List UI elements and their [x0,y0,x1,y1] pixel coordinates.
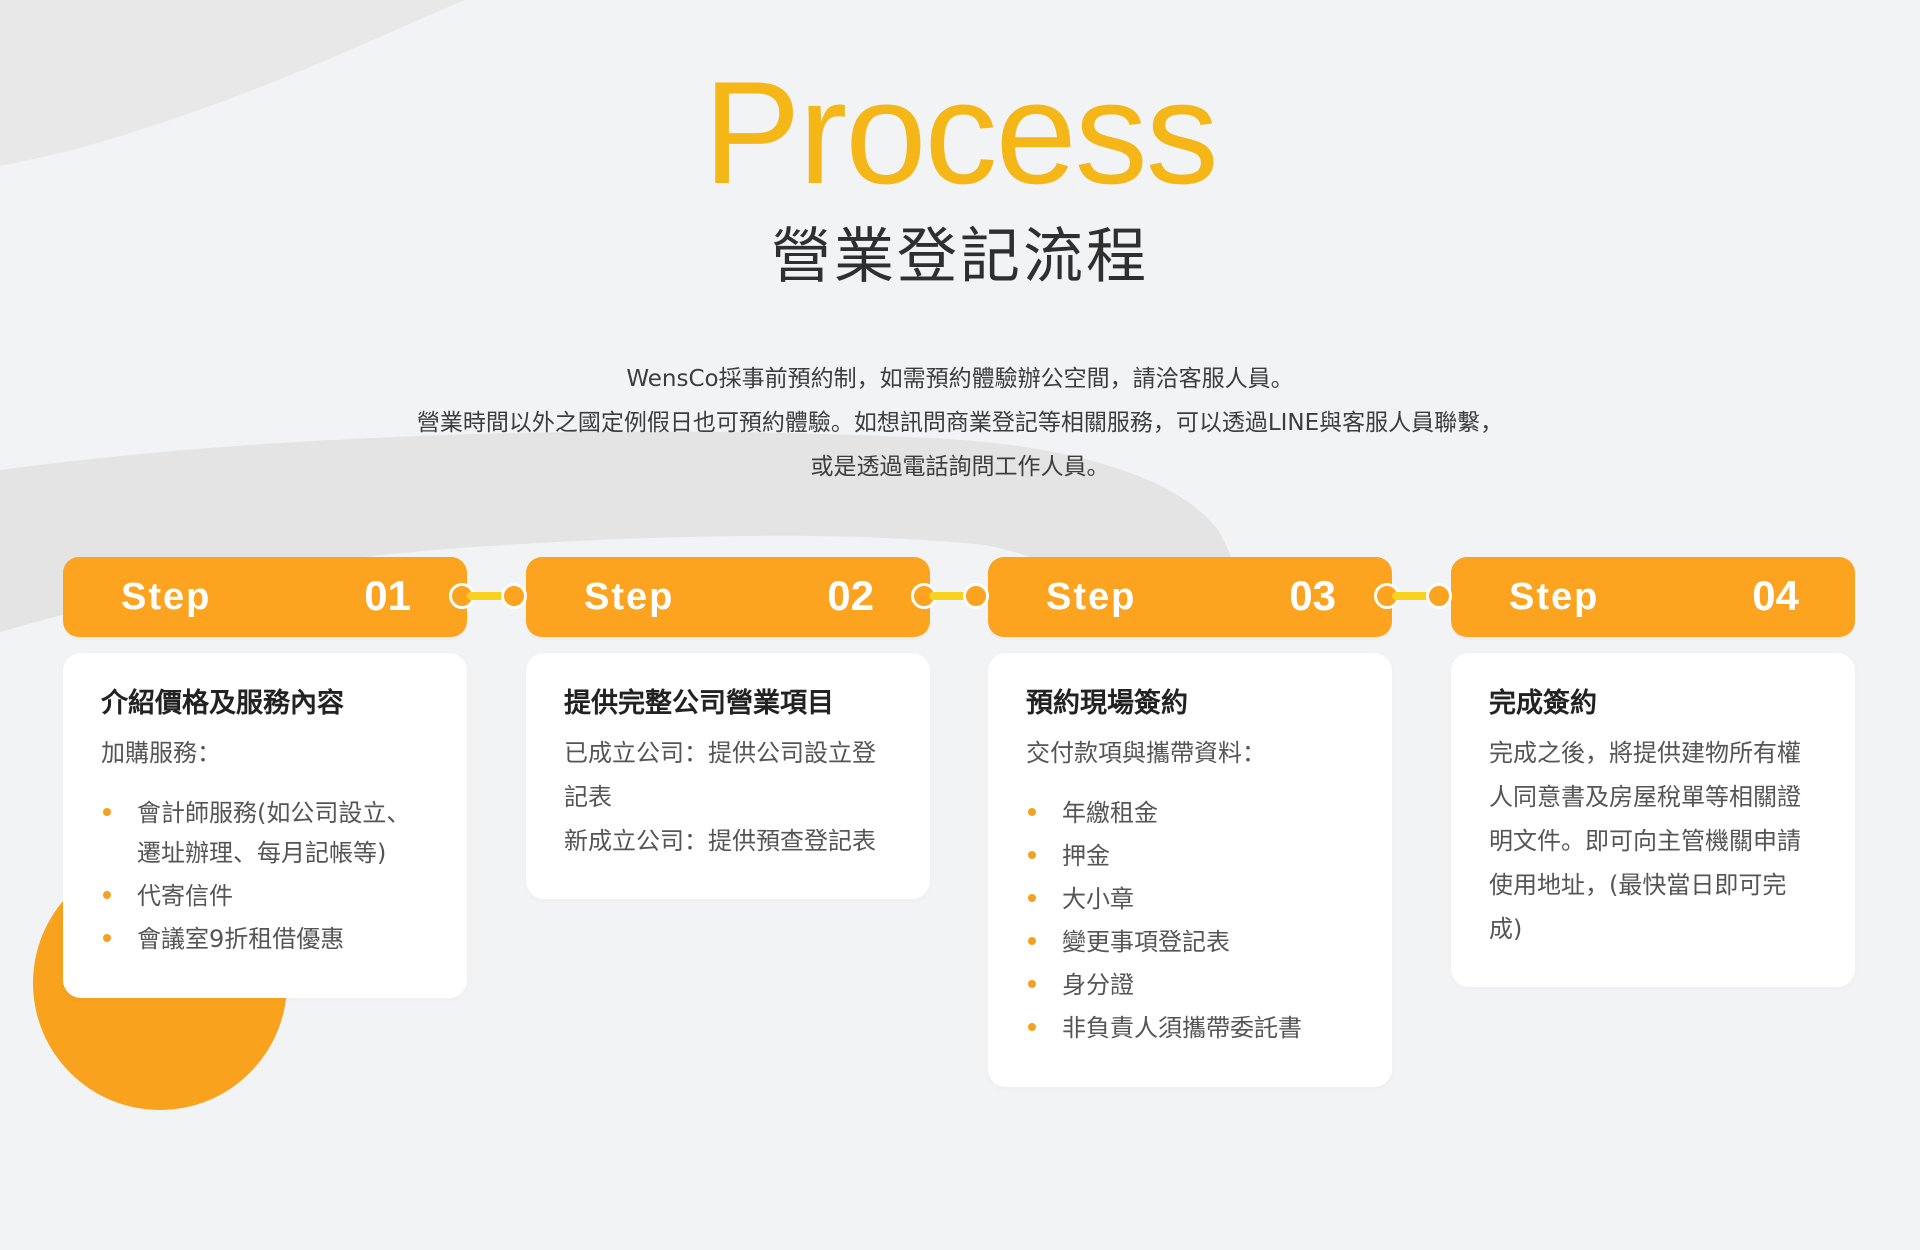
step-03-label: Step [1046,576,1137,618]
connector-right-ring-icon [963,583,989,609]
step-03-list-item: 年繳租金 [1026,793,1356,833]
connector-bar [929,592,971,600]
page-title-en: Process [703,51,1218,214]
step-03-list-item: 非負責人須攜帶委託書 [1026,1008,1356,1048]
step-03-header: Step 03 [988,557,1392,637]
step-connector-1 [449,583,527,609]
step-04-label: Step [1509,576,1600,618]
step-01-list-item: 會議室9折租借優惠 [101,919,431,959]
connector-right-ring-icon [501,583,527,609]
gray-swoosh-shape [0,431,1241,635]
step-01-list-item: 會計師服務(如公司設立、遷址辦理、每月記帳等) [101,793,431,873]
step-04-number: 04 [1752,572,1799,619]
connector-bar [1392,592,1434,600]
step-03-list-item: 變更事項登記表 [1026,922,1356,962]
step-03-number: 03 [1289,572,1336,619]
intro-text: WensCo採事前預約制，如需預約體驗辦公空間，請洽客服人員。 營業時間以外之國… [260,357,1660,489]
step-03-list-item: 押金 [1026,836,1356,876]
intro-line-3: 或是透過電話詢問工作人員。 [810,454,1110,480]
step-03-subtitle: 交付款項與攜帶資料： [1026,739,1266,767]
step-03-list-item: 大小章 [1026,879,1356,919]
gray-wave-shape [0,0,465,166]
connector-right-ring-icon [1426,583,1452,609]
step-01-number: 01 [364,572,411,619]
page-title-zh: 營業登記流程 [771,222,1149,292]
step-02-line-1: 已成立公司：提供公司設立登記表 [564,739,876,811]
intro-line-1: WensCo採事前預約制，如需預約體驗辦公空間，請洽客服人員。 [626,366,1294,392]
step-04-title: 完成簽約 [1489,688,1597,719]
step-connector-2 [911,583,989,609]
step-02-card: 提供完整公司營業項目 已成立公司：提供公司設立登記表 新成立公司：提供預查登記表 [526,653,930,899]
step-02-number: 02 [827,572,874,619]
connector-bar [467,592,509,600]
step-02-title: 提供完整公司營業項目 [564,688,834,719]
step-04-text: 完成之後，將提供建物所有權人同意書及房屋稅單等相關證明文件。即可向主管機關申請使… [1489,739,1801,943]
step-02-header: Step 02 [526,557,930,637]
step-03-card: 預約現場簽約 交付款項與攜帶資料： 年繳租金 押金 大小章 變更事項登記表 身分… [988,653,1392,1087]
step-04-card: 完成簽約 完成之後，將提供建物所有權人同意書及房屋稅單等相關證明文件。即可向主管… [1451,653,1855,987]
step-01-card: 介紹價格及服務內容 加購服務： 會計師服務(如公司設立、遷址辦理、每月記帳等) … [63,653,467,998]
step-04-header: Step 04 [1451,557,1855,637]
intro-line-2: 營業時間以外之國定例假日也可預約體驗。如想訊問商業登記等相關服務，可以透過LIN… [416,410,1504,436]
step-03-title: 預約現場簽約 [1026,688,1188,719]
step-01-subtitle: 加購服務： [101,739,221,767]
step-02-label: Step [584,576,675,618]
step-02-line-2: 新成立公司：提供預查登記表 [564,827,876,855]
step-01-label: Step [121,576,212,618]
step-01-list: 會計師服務(如公司設立、遷址辦理、每月記帳等) 代寄信件 會議室9折租借優惠 [101,793,431,959]
step-03-list-item: 身分證 [1026,965,1356,1005]
step-01-header: Step 01 [63,557,467,637]
step-03-list: 年繳租金 押金 大小章 變更事項登記表 身分證 非負責人須攜帶委託書 [1026,793,1356,1048]
step-connector-3 [1374,583,1452,609]
step-01-title: 介紹價格及服務內容 [101,688,344,719]
step-01-list-item: 代寄信件 [101,876,431,916]
